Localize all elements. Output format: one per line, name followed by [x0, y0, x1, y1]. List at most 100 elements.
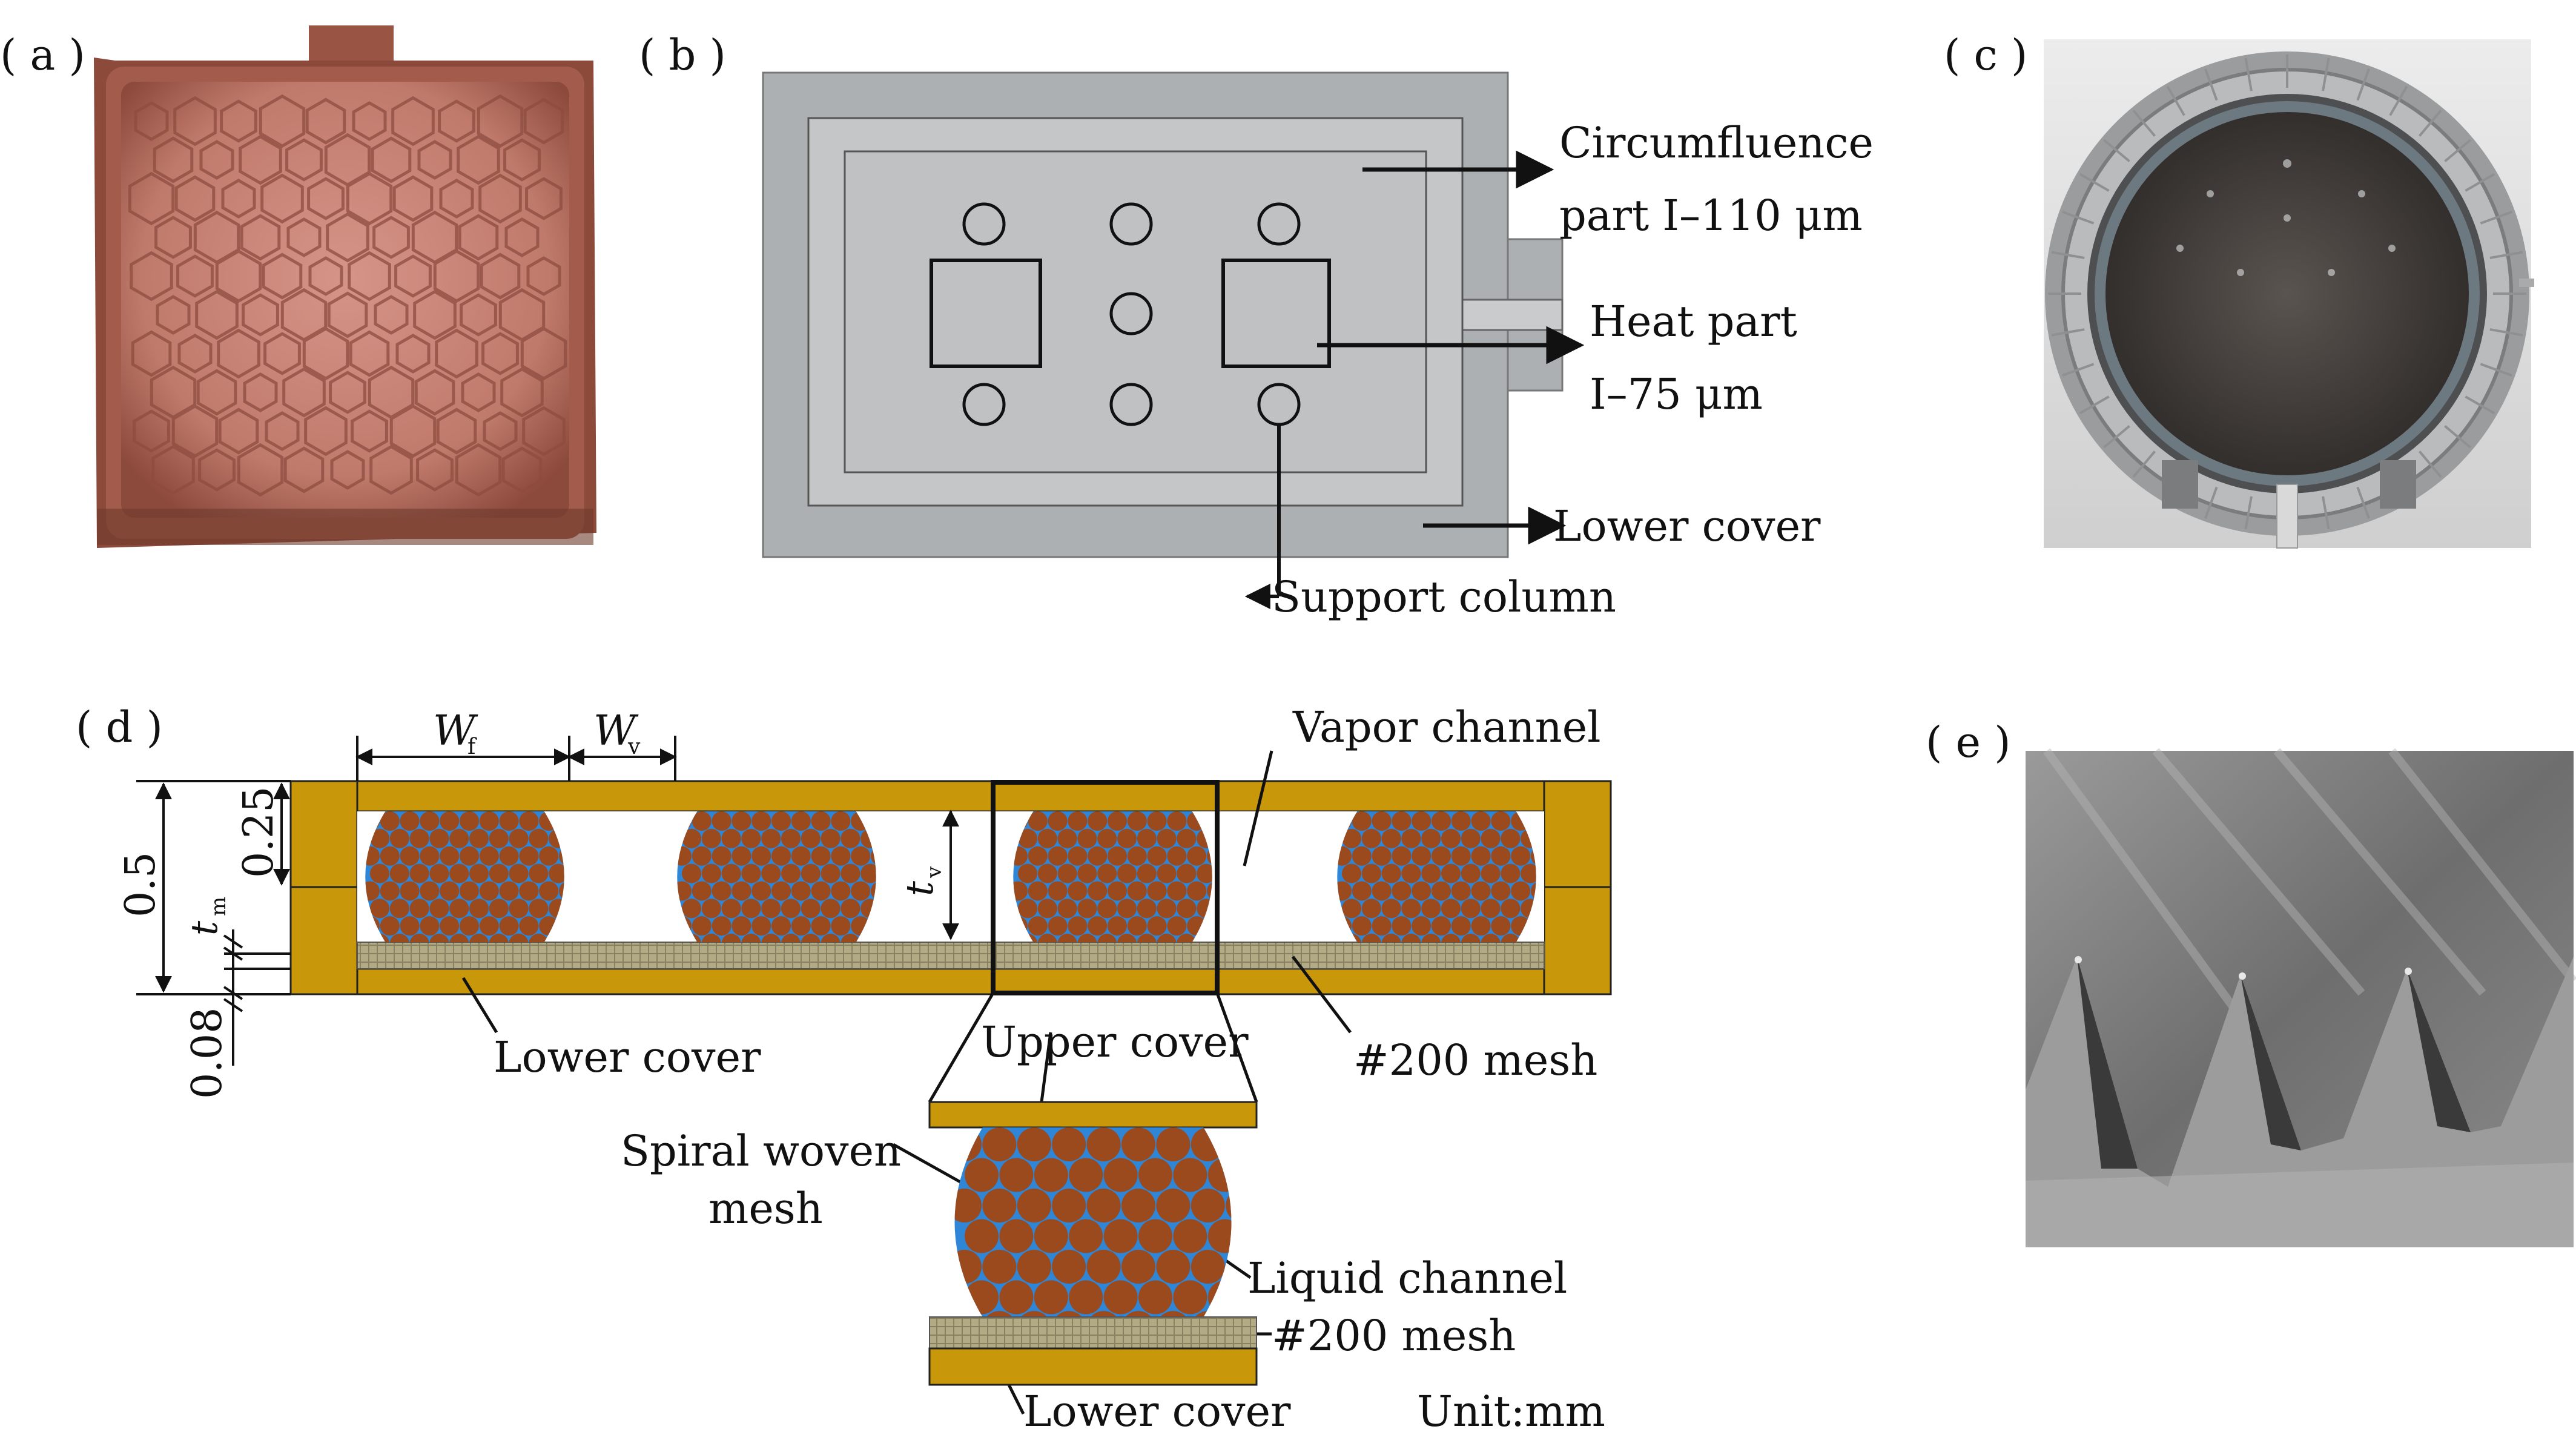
- mesh-200-detail-label: #200 mesh: [1272, 1311, 1516, 1361]
- hex-emboss: [371, 136, 412, 183]
- hex-emboss: [307, 177, 345, 220]
- dim-tm: t m: [183, 897, 231, 935]
- wf-symbol: W: [433, 707, 478, 755]
- wf-subscript: f: [467, 734, 477, 759]
- heater-square-left: [930, 259, 1042, 368]
- hex-emboss: [133, 409, 170, 453]
- hex-emboss: [240, 214, 281, 261]
- hex-emboss: [500, 367, 544, 418]
- hex-emboss: [308, 256, 343, 296]
- hex-emboss: [460, 293, 497, 337]
- hex-emboss: [457, 134, 500, 185]
- hex-emboss: [153, 136, 194, 183]
- copper-plate-photo: [94, 25, 596, 548]
- hex-emboss: [520, 326, 567, 381]
- vapor-chamber-schematic: [762, 71, 1585, 609]
- hex-emboss: [351, 409, 388, 453]
- dim-0.5: 0.5: [117, 852, 165, 917]
- tv-symbol: t: [897, 881, 942, 896]
- heat-part-label-line2: I–75 μm: [1590, 369, 1763, 419]
- hex-emboss: [215, 249, 262, 303]
- hex-emboss: [196, 369, 237, 416]
- circumfluence-label-line2: part I–110 μm: [1559, 191, 1863, 240]
- hex-emboss: [237, 443, 284, 497]
- hex-emboss: [131, 330, 172, 377]
- hex-emboss: [174, 175, 216, 222]
- hex-emboss: [260, 173, 304, 224]
- hex-emboss: [302, 326, 349, 381]
- hex-emboss: [352, 101, 387, 141]
- hex-emboss: [374, 295, 409, 335]
- hex-emboss: [394, 254, 432, 298]
- hex-emboss: [348, 251, 391, 302]
- hex-emboss: [305, 97, 346, 145]
- hex-emboss: [221, 179, 256, 219]
- hex-emboss: [436, 407, 477, 455]
- hex-emboss: [349, 330, 390, 377]
- sem-micrograph: [2026, 748, 2576, 1247]
- detail-box: [991, 780, 1220, 995]
- hex-emboss: [478, 173, 522, 224]
- hex-emboss: [154, 216, 192, 259]
- hex-emboss: [199, 140, 234, 180]
- support-column-label: Support column: [1272, 572, 1616, 622]
- hex-emboss: [417, 140, 452, 180]
- panel-d-label: ( d ): [76, 702, 163, 752]
- detail-lower-cover: [928, 1347, 1258, 1386]
- cross-section: [289, 780, 1612, 1103]
- inlet-tube: [1458, 299, 1564, 331]
- hex-emboss: [239, 134, 282, 185]
- hex-emboss: [217, 328, 260, 379]
- wv-subscript: v: [627, 734, 641, 759]
- hex-emboss: [438, 99, 475, 143]
- hex-emboss: [286, 217, 322, 257]
- lower-cover-label-d: Lower cover: [494, 1032, 761, 1082]
- hex-emboss: [389, 404, 437, 458]
- hex-emboss: [195, 289, 239, 340]
- spiral-woven-label-line2: mesh: [708, 1184, 823, 1233]
- hex-emboss: [283, 446, 325, 493]
- hex-emboss: [369, 444, 413, 495]
- panel-c-label: ( c ): [1944, 30, 2027, 80]
- panel-e-label: ( e ): [1926, 718, 2011, 767]
- hex-emboss: [285, 138, 323, 182]
- spiral-woven-label-line1: Spiral woven: [621, 1126, 901, 1176]
- hex-emboss: [259, 94, 306, 148]
- hex-emboss: [525, 177, 563, 220]
- hex-emboss: [433, 249, 480, 303]
- hex-emboss: [327, 291, 368, 338]
- hex-emboss: [263, 332, 301, 375]
- hex-emboss: [282, 367, 326, 418]
- detail-spiral-wick: [954, 1127, 1232, 1317]
- panel-c: ( c ): [1944, 30, 2534, 549]
- mesh-200-label: #200 mesh: [1353, 1035, 1597, 1085]
- wv-symbol: W: [593, 707, 639, 755]
- hex-emboss: [176, 254, 214, 298]
- hex-emboss: [177, 334, 213, 374]
- hex-emboss: [504, 217, 540, 257]
- hex-emboss: [220, 99, 257, 143]
- hex-emboss: [522, 406, 566, 457]
- upper-cover: [289, 780, 1612, 813]
- detail-upper-cover: [928, 1101, 1258, 1129]
- hex-emboss: [134, 101, 169, 141]
- hex-emboss: [173, 96, 217, 147]
- panel-a: ( a ): [0, 25, 596, 548]
- mesh-200-layer: [357, 942, 1545, 969]
- hex-emboss: [326, 212, 369, 263]
- hex-emboss: [526, 256, 561, 296]
- hex-emboss: [218, 407, 259, 455]
- detail-mesh-200: [929, 1316, 1257, 1349]
- panel-d: ( d ): [76, 702, 1612, 1432]
- spiral-wick-3: [1013, 811, 1212, 942]
- hex-emboss: [392, 175, 434, 222]
- hex-emboss: [391, 96, 435, 147]
- hex-emboss: [480, 252, 521, 300]
- vapor-channel-label: Vapor channel: [1292, 702, 1601, 752]
- hex-emboss: [481, 332, 519, 375]
- hex-emboss: [523, 97, 564, 145]
- heat-part-label-line1: Heat part: [1590, 297, 1797, 346]
- hex-emboss: [151, 444, 195, 495]
- detail-view: [928, 1101, 1258, 1386]
